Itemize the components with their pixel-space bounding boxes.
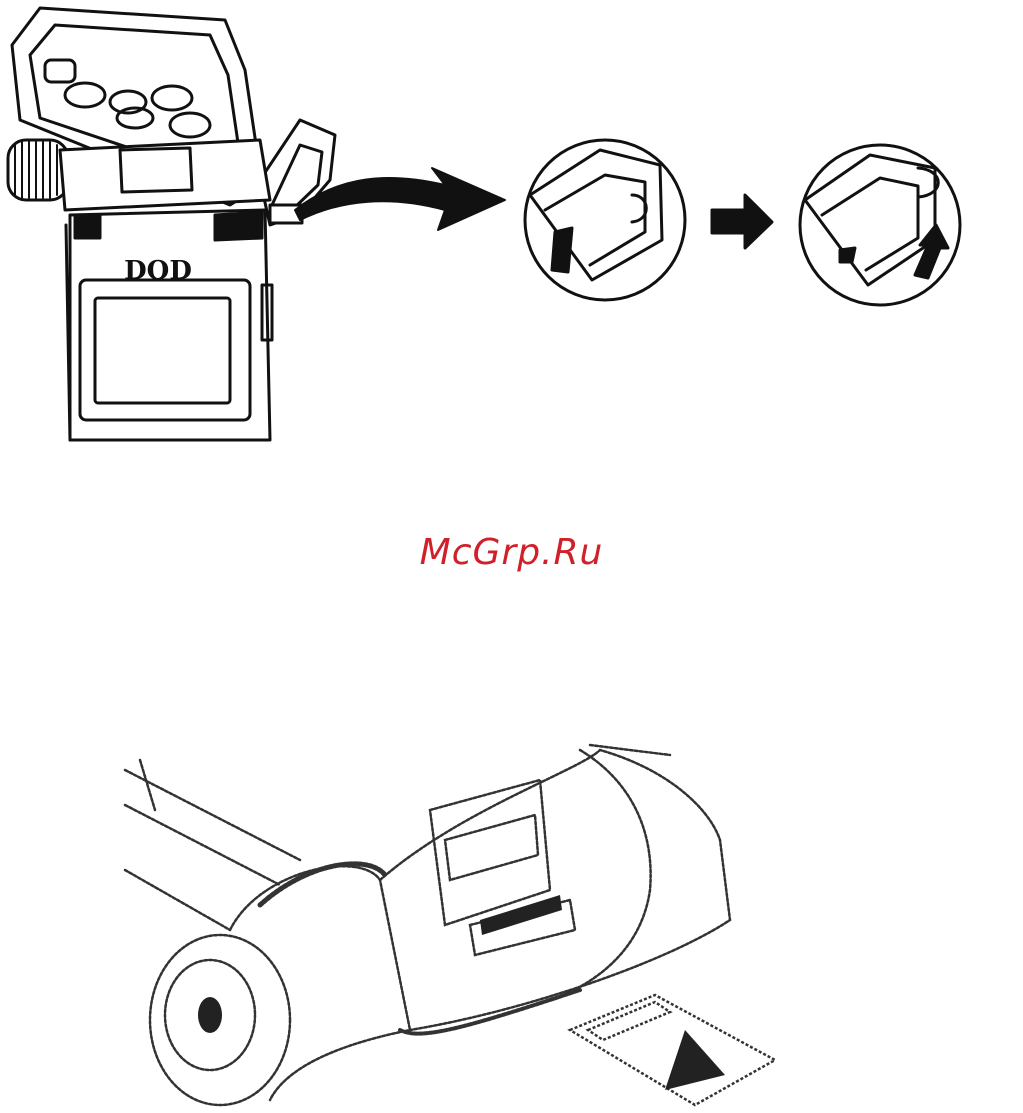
- watermark-text: McGrp.Ru: [0, 532, 1023, 573]
- camera-body: [66, 210, 272, 440]
- memory-card: [570, 995, 775, 1105]
- insert-direction-icon: [665, 1030, 725, 1090]
- memory-card-insertion-illustration: [110, 730, 790, 1113]
- device-brand-label: DOD: [124, 256, 192, 286]
- card-slot: [430, 780, 575, 955]
- detail-circle-1: [525, 140, 685, 300]
- step-arrow-icon: [712, 195, 772, 248]
- lens-end: [150, 935, 290, 1105]
- detail-circle-2: [800, 145, 960, 305]
- dashcam-mounting-illustration: DOD: [0, 0, 1023, 460]
